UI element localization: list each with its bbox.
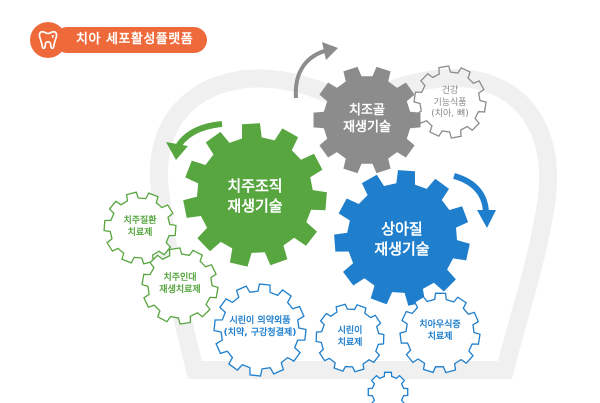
cementum-line1: 치조골 <box>349 103 385 118</box>
health-food-line2: 기능식품 <box>433 97 467 108</box>
cementum-gear <box>313 66 421 174</box>
arrow-to-enamel <box>453 173 489 215</box>
arrow-to-cementum <box>293 48 329 99</box>
caries-treatment-gear <box>399 292 481 374</box>
page-title: 치아 세포활성플랫폼 <box>54 27 208 53</box>
cementum-line2: 재생기술 <box>343 119 391 135</box>
sensitive-treatment-label: 시린이 치료제 <box>320 326 380 349</box>
periodontal-ligament-gear <box>141 247 219 325</box>
health-food-line3: (치아, 뼈) <box>431 109 469 120</box>
periodontal-ligament-line1: 치주인대 <box>163 273 197 283</box>
header: 치아 세포활성플랫폼 <box>30 22 208 58</box>
caries-treatment-label: 치아우식증 치료제 <box>405 320 475 343</box>
sensitive-treatment-line1: 시린이 <box>337 326 363 336</box>
enamel-line2: 재생기술 <box>374 239 430 258</box>
health-food-label: 건강 기능식품 (치아, 뼈) <box>420 86 480 121</box>
periodontal-disease-label: 치주질환 치료제 <box>110 216 170 239</box>
small-connector-gear <box>367 371 409 403</box>
periodontal-disease-gear <box>103 191 177 265</box>
enamel-gear <box>334 170 470 306</box>
periodontal-ligament-label: 치주인대 재생치료제 <box>145 273 215 296</box>
arrow-to-cementum-head <box>322 42 338 60</box>
caries-treatment-line2: 치료제 <box>427 331 453 342</box>
periodontal-disease-line2: 치료제 <box>127 227 153 238</box>
sensitive-quasi-line1: 시린이 의약외품 <box>229 316 291 326</box>
periodontal-line2: 재생기술 <box>227 196 283 215</box>
tooth-icon <box>38 30 58 50</box>
arrow-to-enamel-head <box>477 210 496 228</box>
background-tooth-shape <box>149 68 558 379</box>
periodontal-disease-line1: 치주질환 <box>123 216 157 226</box>
enamel-gear-label: 상아질 재생기술 <box>352 220 452 259</box>
tooth-badge <box>30 22 66 58</box>
sensitive-treatment-line2: 치료제 <box>337 337 363 348</box>
health-food-line1: 건강 <box>441 86 459 96</box>
health-food-gear <box>413 65 487 139</box>
arrow-to-periodontal-head <box>166 142 188 160</box>
periodontal-gear-label: 치주조직 재생기술 <box>205 177 305 216</box>
enamel-line1: 상아질 <box>381 220 423 238</box>
periodontal-line1: 치주조직 <box>227 177 283 195</box>
sensitive-quasi-line2: (치약, 구강청결제) <box>223 327 297 338</box>
sensitive-quasi-label: 시린이 의약외품 (치약, 구강청결제) <box>215 316 305 339</box>
cementum-gear-label: 치조골 재생기술 <box>322 103 412 137</box>
periodontal-gear <box>183 123 327 267</box>
sensitive-quasi-gear <box>213 283 307 377</box>
periodontal-ligament-line2: 재생치료제 <box>159 284 201 295</box>
caries-treatment-line1: 치아우식증 <box>419 320 461 330</box>
sensitive-treatment-gear <box>315 303 385 373</box>
